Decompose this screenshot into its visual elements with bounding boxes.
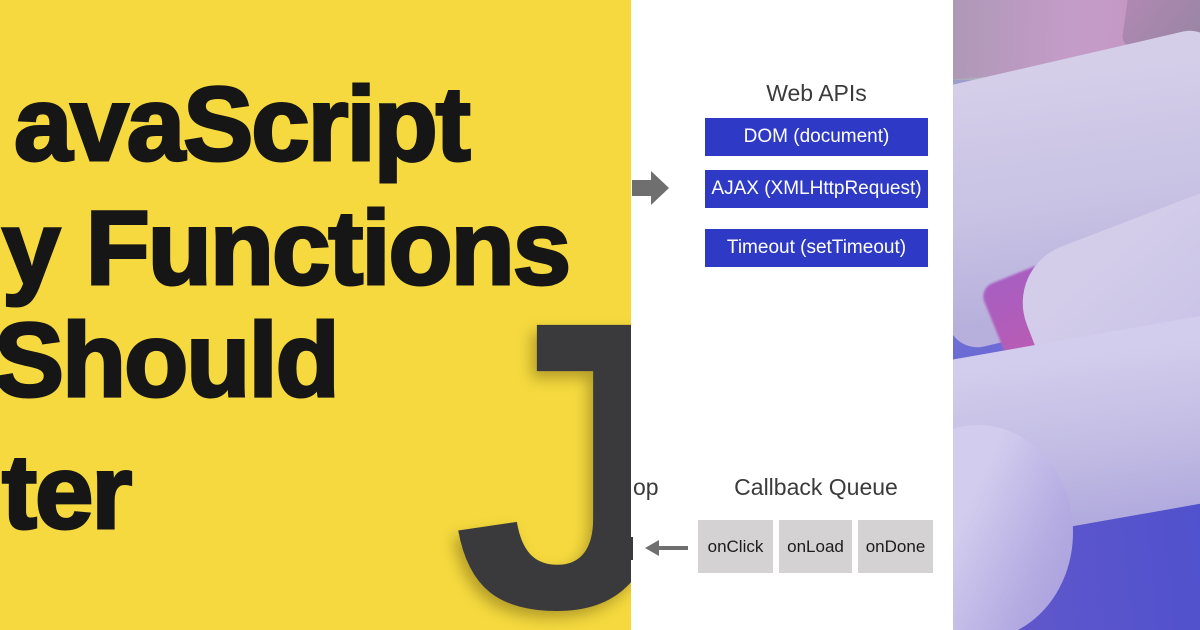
thumbnail-title-line-2: y Functions: [0, 190, 572, 307]
thumbnail-title-line-1: avaScript: [13, 66, 473, 183]
artwork-panel: [953, 0, 1200, 630]
arrow-left-icon: [645, 540, 689, 556]
arrow-right-icon: [632, 171, 669, 205]
arrow-right-tail: [632, 180, 651, 196]
web-apis-title: Web APIs: [766, 80, 867, 106]
callback-box-ondone: onDone: [858, 520, 933, 573]
thumbnail-panel: avaScript y Functions Should ter J: [0, 0, 631, 630]
event-loop-fragment: [631, 537, 633, 560]
callback-box-onload: onLoad: [779, 520, 852, 573]
letter-j-graphic: J: [452, 236, 631, 630]
diagram-panel: Web APIs DOM (document) AJAX (XMLHttpReq…: [631, 0, 953, 630]
callback-queue-title: Callback Queue: [734, 474, 898, 500]
event-loop-partial-label: op: [633, 474, 659, 500]
web-api-box-ajax: AJAX (XMLHttpRequest): [705, 170, 928, 208]
arrow-left-head: [645, 540, 659, 556]
arrow-right-head: [651, 171, 669, 205]
arrow-left-tail: [657, 546, 688, 550]
thumbnail-title-line-4: ter: [0, 434, 133, 551]
web-api-box-dom: DOM (document): [705, 118, 928, 156]
web-api-box-timeout: Timeout (setTimeout): [705, 229, 928, 267]
thumbnail-title-line-3: Should: [0, 302, 341, 419]
callback-box-onclick: onClick: [698, 520, 773, 573]
